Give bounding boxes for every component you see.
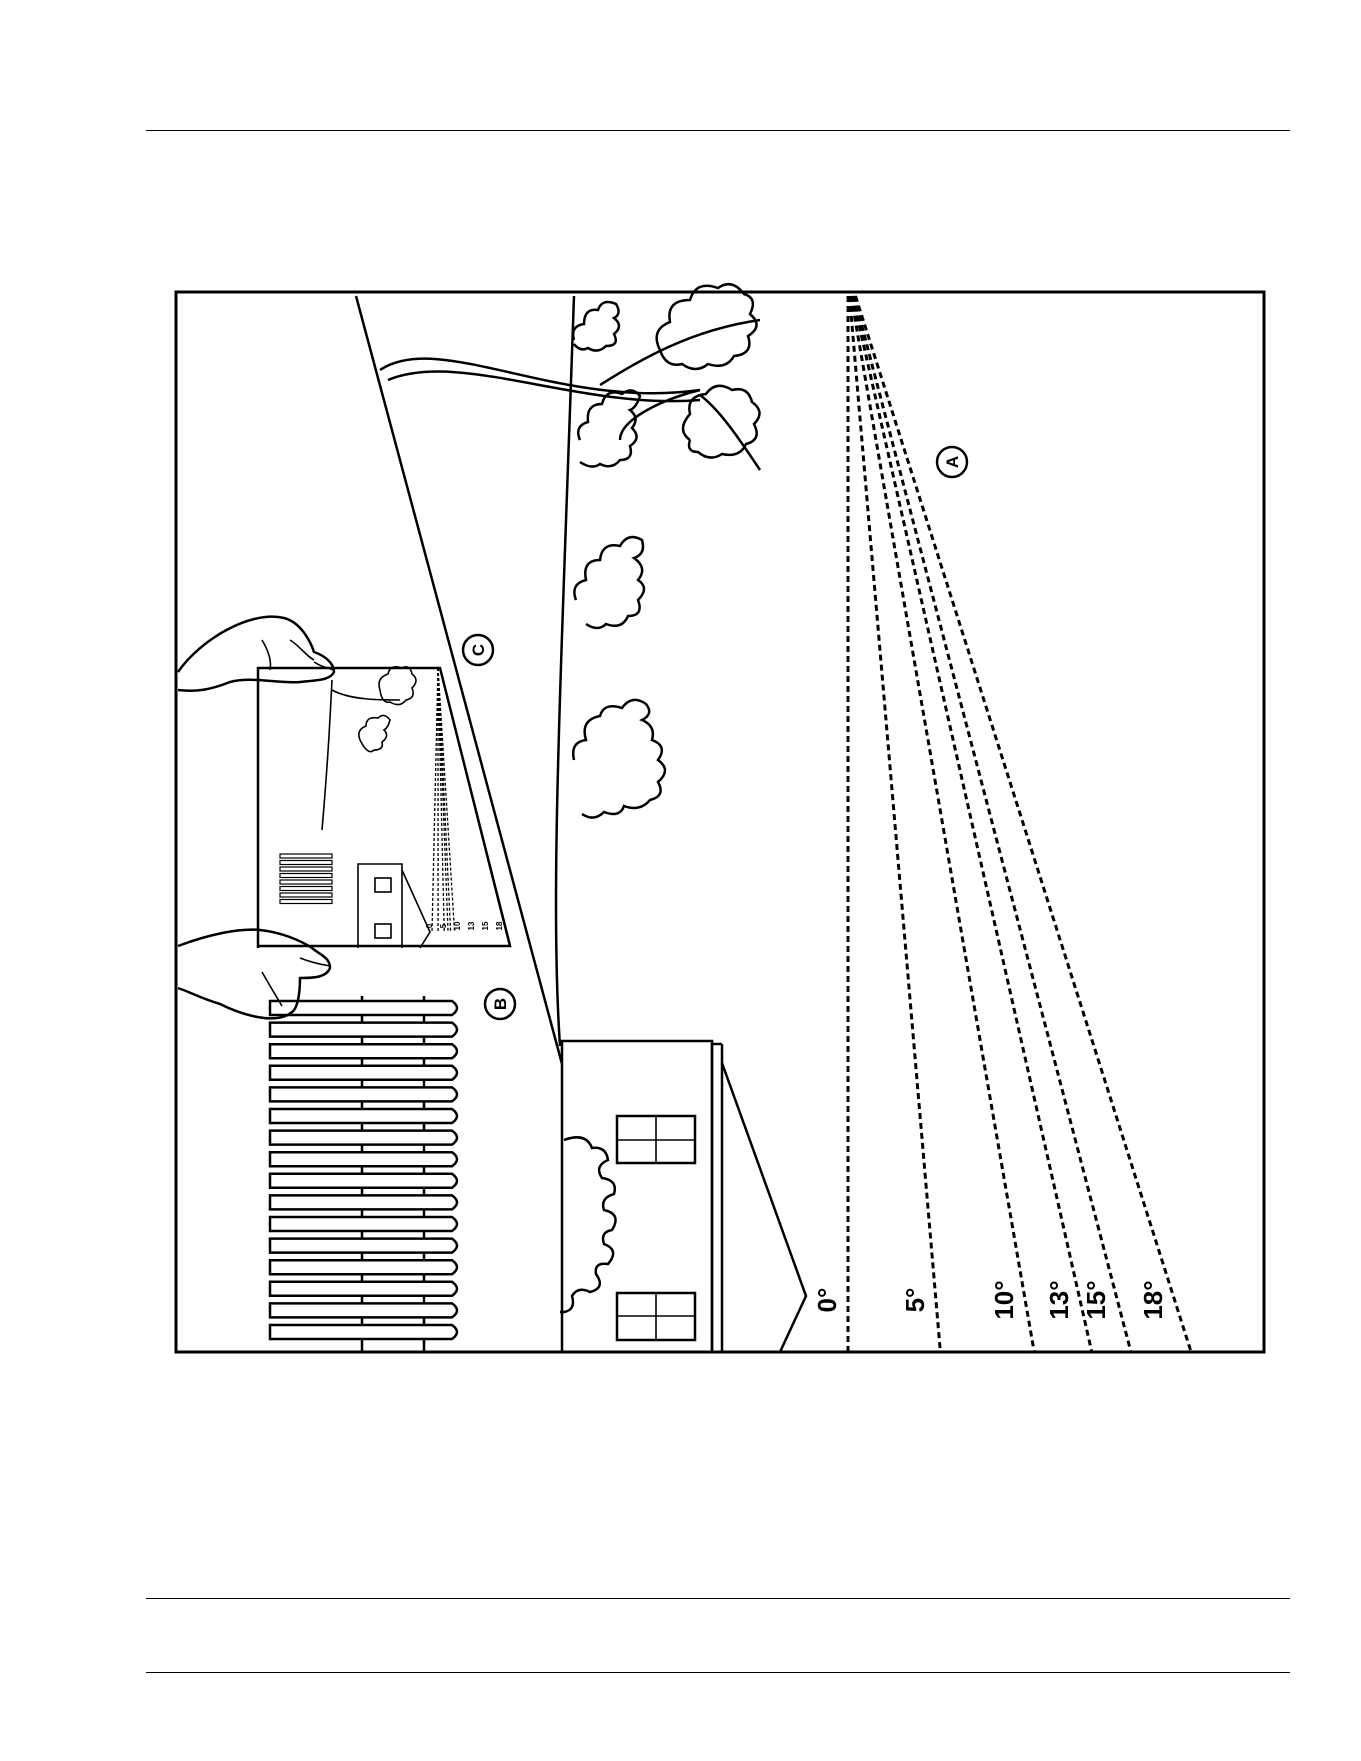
angle-label-5: 5° [900,1288,930,1313]
angle-label-10: 10° [989,1280,1019,1319]
bushes [573,302,665,818]
fence-slat [270,1303,457,1317]
callout-b-label: B [491,998,510,1010]
fence-slat [270,1066,457,1080]
angle-line-13 [853,296,1092,1352]
fence-slat [270,1239,457,1253]
house-shrub [560,1137,616,1312]
inset-fence-slat [280,900,332,904]
inset-fence-slat [280,867,332,871]
fence-slat [270,1152,457,1166]
house [560,1041,806,1352]
fence-slat [270,1044,457,1058]
inset-fence [280,854,332,904]
fence-slat [270,1260,457,1274]
fence [270,996,457,1352]
hand-upper [178,617,334,691]
callout-c-label: C [469,644,488,656]
inset-fence-slat [280,880,332,884]
angle-label-15: 15° [1081,1280,1111,1319]
inset-fence-slat [280,854,332,858]
inset-fence-slat [280,861,332,865]
fence-slat [270,1217,457,1231]
angle-label-18: 18° [1138,1280,1168,1319]
inset-angle-mark: 15 [481,921,490,930]
inset-angle-mark: 13 [467,921,476,930]
fence-slat [270,1195,457,1209]
callout-a-label: A [943,456,962,468]
inset-angle-mark: 10 [453,921,462,930]
inset-fence-slat [280,887,332,891]
fence-slat [270,1023,457,1037]
horizon-line [556,296,574,1046]
callout-b: B [485,989,515,1019]
angle-label-0: 0° [812,1288,842,1313]
angle-label-13: 13° [1044,1280,1074,1319]
inset-fence-slat [280,874,332,878]
inset-angle-mark: 5 [439,923,448,928]
fence-slat [270,1131,457,1145]
figure-frame [176,292,1264,1352]
inset-angle-mark: 18 [495,921,504,930]
angle-line-18 [856,296,1192,1352]
fence-slat [270,1087,457,1101]
fence-slat [270,1325,457,1339]
callout-c: C [463,635,493,665]
callout-a: A [937,447,967,477]
fence-slat [270,1174,457,1188]
fence-slat [270,1282,457,1296]
fence-slat [270,1109,457,1123]
inset-angle-mark: 0 [425,923,434,928]
angle-lines [848,296,1191,1352]
inset-angle-line-0 [432,668,438,932]
inset-fence-slat [280,893,332,897]
ground-line [356,296,562,1064]
